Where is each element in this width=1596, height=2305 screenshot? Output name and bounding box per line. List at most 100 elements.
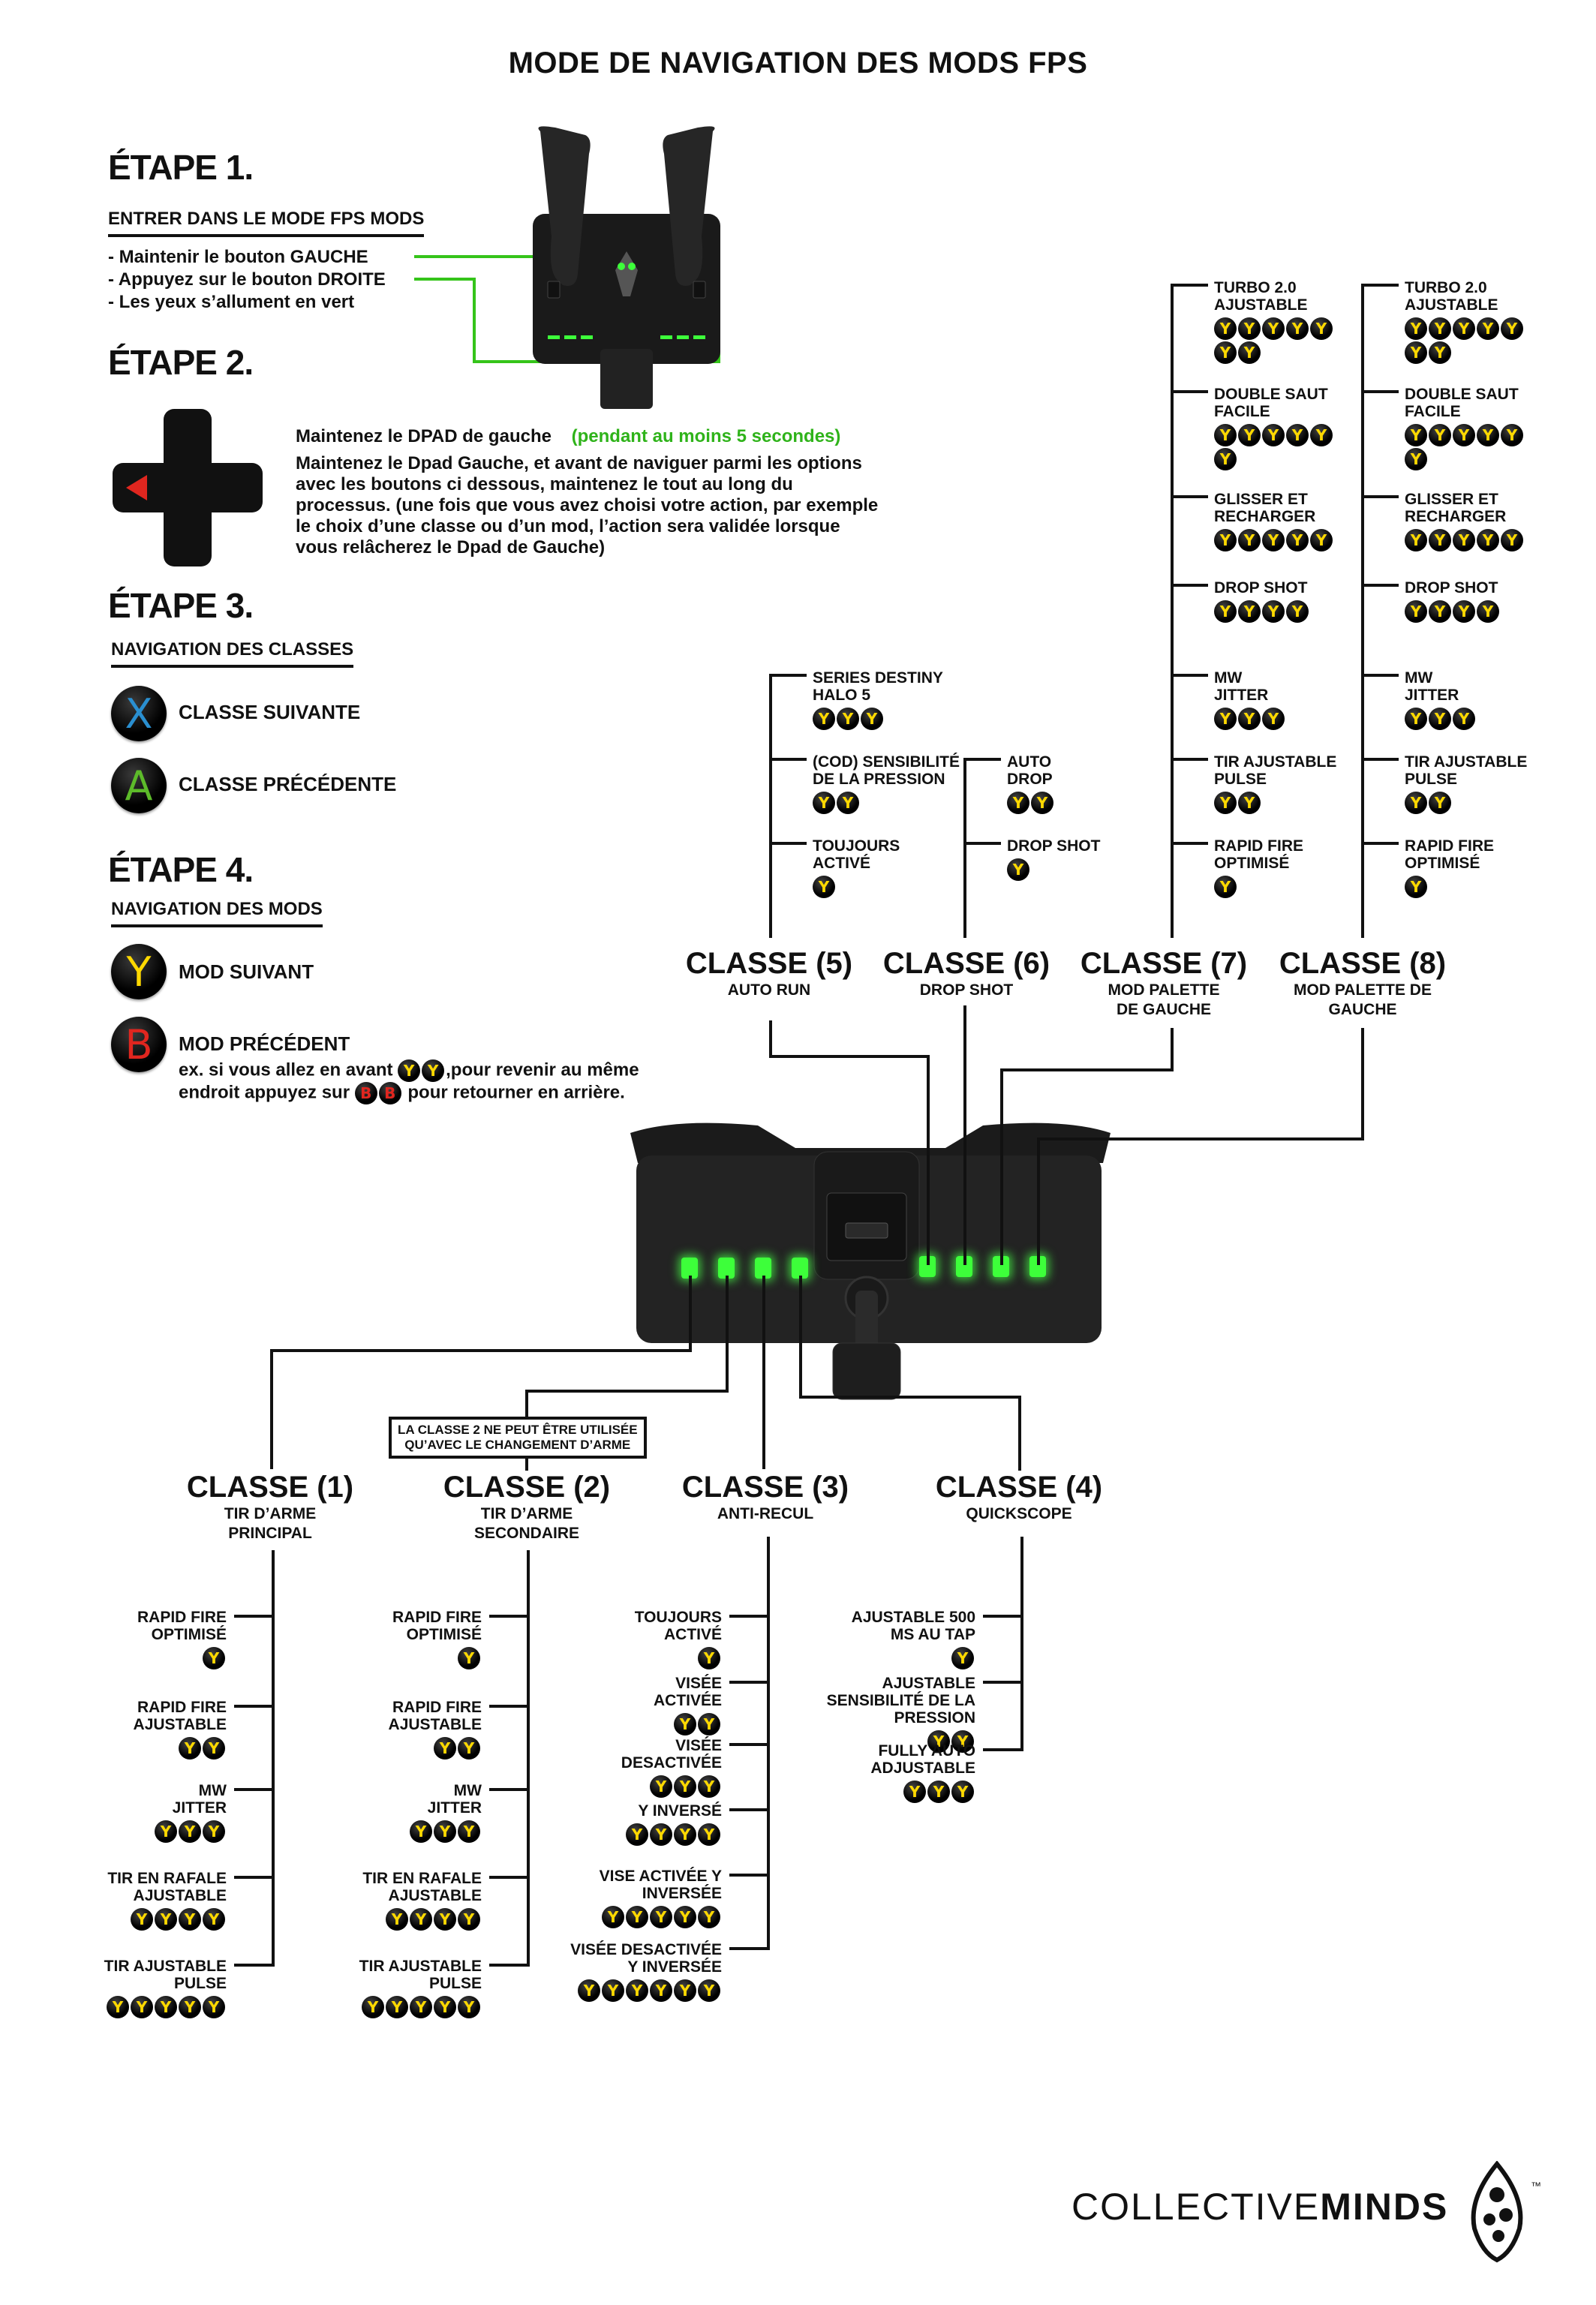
y-button-icon: Y (434, 1737, 456, 1760)
step1-bullet: - Maintenir le bouton GAUCHE (108, 247, 368, 267)
tree-line (1361, 390, 1399, 393)
y-button-icon: Y (1405, 317, 1427, 341)
y-button-icon: Y (674, 1979, 696, 2003)
step1-bullet: - Les yeux s’allument en vert (108, 292, 355, 312)
y-button-icon: Y (698, 1979, 720, 2003)
tree-line (1171, 284, 1174, 938)
x-button-icon: X (111, 686, 167, 741)
y-button-icon: Y (1214, 341, 1237, 365)
connector-line (769, 1055, 930, 1058)
y-button-icon: Y (410, 1820, 432, 1844)
tree-line (489, 1615, 530, 1618)
y-button-icon: Y (1429, 424, 1451, 447)
y-button-icon: Y (674, 1823, 696, 1847)
y-button-icon: Y (458, 1820, 480, 1844)
mod-name: DROP SHOT (1405, 579, 1498, 597)
y-button-icon: Y (951, 1781, 974, 1804)
classe-suivante-label: CLASSE SUIVANTE (179, 701, 361, 723)
y-button-icon: Y (1238, 317, 1261, 341)
y-button-icon: Y (1477, 600, 1499, 624)
connector-line (473, 278, 476, 362)
classe-title: CLASSE (8) (1279, 947, 1447, 980)
tree-line (1171, 495, 1208, 498)
mod-name: (COD) SENSIBILITÉ DE LA PRESSION (813, 753, 960, 788)
classe-title: CLASSE (7) (1080, 947, 1248, 980)
mod-name: GLISSER ET RECHARGER (1405, 491, 1507, 525)
dpad-left-icon (113, 409, 263, 566)
a-button-icon: A (111, 758, 167, 813)
y-button-icon: Y (1477, 529, 1499, 552)
mod-name: AUTO DROP (1007, 753, 1053, 788)
tree-line (769, 674, 807, 677)
classe-precedente-label: CLASSE PRÉCÉDENTE (179, 773, 397, 795)
y-button-icon: Y (698, 1713, 720, 1736)
example-text: ,pour revenir au même (446, 1059, 639, 1080)
connector-line (1018, 1396, 1021, 1471)
y-button-icon: Y (674, 1775, 696, 1799)
y-button-icon: Y (458, 1647, 480, 1670)
tree-line (729, 1681, 770, 1684)
tree-line (1361, 674, 1399, 677)
tree-line (729, 1808, 770, 1811)
mod-name: DOUBLE SAUT FACILE (1405, 386, 1519, 420)
step2-instruction: Maintenez le DPAD de gauche (pendant au … (296, 426, 840, 447)
mod-name: RAPID FIRE AJUSTABLE (388, 1699, 482, 1733)
connector-line (769, 1020, 772, 1056)
y-button-icon: Y (1238, 708, 1261, 731)
tree-line (729, 1743, 770, 1746)
tree-line (489, 1876, 530, 1879)
step1-heading: ÉTAPE 1. (108, 148, 254, 187)
y-button-icon: Y (1286, 600, 1309, 624)
y-button-icon: Y (813, 792, 835, 815)
y-button-icon: Y (1238, 792, 1261, 815)
y-button-icon: Y (410, 1908, 432, 1931)
y-button-icon: Y (107, 1996, 129, 2019)
classe-5-header: CLASSE (5) AUTO RUN (660, 947, 878, 1000)
y-button-icon: Y (1405, 876, 1427, 899)
classe-title: CLASSE (5) (685, 947, 853, 980)
y-button-icon: Y (1214, 448, 1237, 471)
mod-name: TURBO 2.0 AJUSTABLE (1214, 279, 1308, 314)
tree-line (983, 1681, 1023, 1684)
connector-line (525, 1390, 729, 1393)
led-classe-4 (792, 1258, 808, 1279)
tree-line (729, 1874, 770, 1877)
step1-bullet: - Appuyez sur le bouton DROITE (108, 269, 386, 290)
y-button-icon: Y (458, 1737, 480, 1760)
y-button-icon: Y (398, 1059, 421, 1082)
tree-line (1361, 842, 1399, 845)
classe-subtitle: AUTO RUN (727, 981, 811, 999)
y-button-icon: Y (1405, 424, 1427, 447)
y-button-icon: Y (1214, 529, 1237, 552)
mod-name: MW JITTER (427, 1782, 482, 1817)
y-button-icon: Y (1453, 317, 1475, 341)
example-text: ex. si vous allez en avant (179, 1059, 393, 1080)
logo-text-bold: MINDS (1320, 2186, 1449, 2228)
y-button-icon: Y (578, 1979, 600, 2003)
mod-name: FULLY AUTO ADJUSTABLE (870, 1742, 975, 1777)
y-button-icon: Y (1477, 424, 1499, 447)
y-press-sequence: Y (1405, 875, 1570, 899)
connector-line (1000, 1068, 1003, 1265)
mod-name: RAPID FIRE OPTIMISÉ (392, 1609, 482, 1643)
y-button-icon: Y (698, 1823, 720, 1847)
mod-name: VISÉE ACTIVÉE (653, 1675, 722, 1709)
